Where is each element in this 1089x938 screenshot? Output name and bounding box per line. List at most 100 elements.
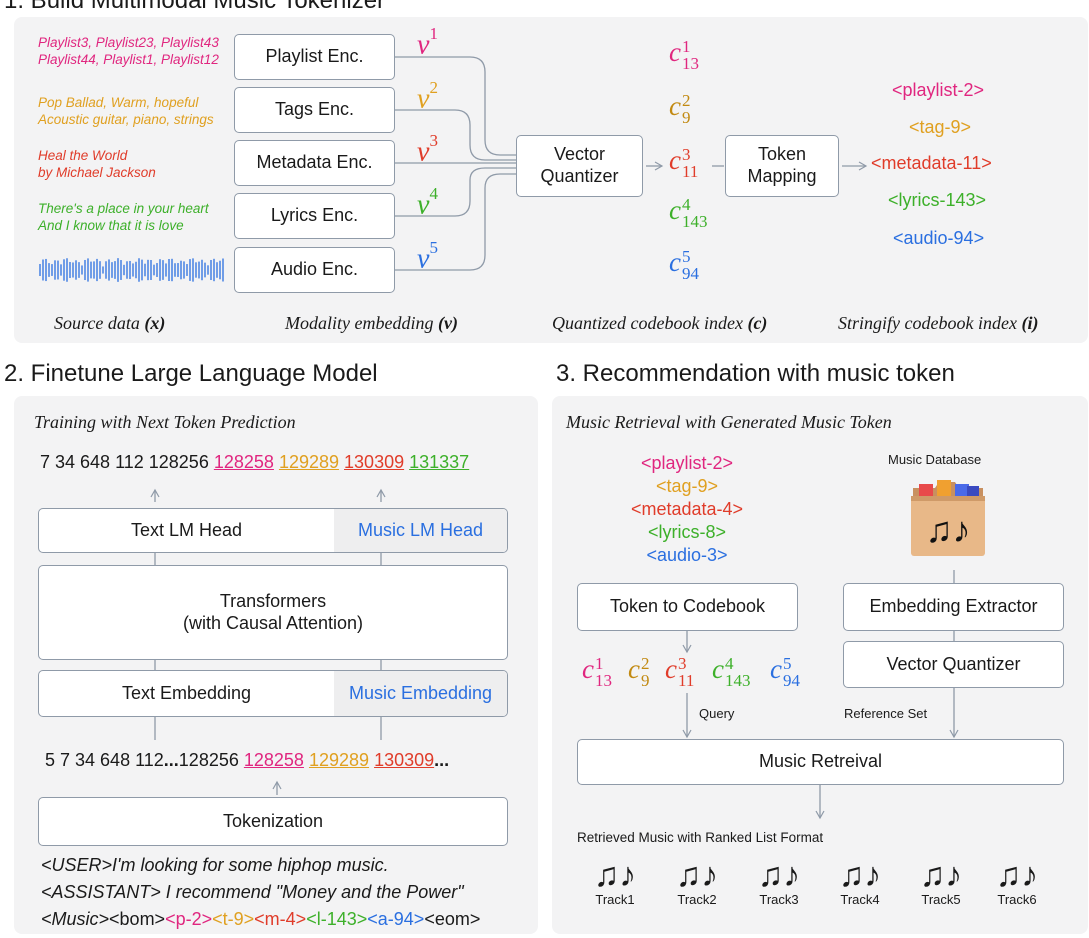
- caption-codebook: Quantized codebook index (c): [552, 313, 767, 334]
- embedding-v2: v2: [417, 78, 438, 115]
- music-note-icon: ♫♪: [995, 856, 1039, 894]
- prompt-music-line: <Music><bom><p-2><t-9><m-4><l-143><a-94>…: [41, 906, 480, 933]
- query-label: Query: [699, 706, 735, 721]
- transformers-line1: Transformers: [219, 590, 327, 611]
- track-label: Track5: [921, 892, 961, 907]
- code-c5-sup: 5: [681, 247, 691, 266]
- input-ids-text2: 128256: [178, 750, 244, 770]
- embedding-extractor-box: Embedding Extractor: [843, 583, 1064, 631]
- caption-stringify-var: (i): [1021, 313, 1039, 333]
- embedding-v4-symbol: v: [417, 189, 430, 221]
- source-lyrics: There's a place in your heart And I know…: [38, 200, 209, 234]
- s3-code-c1-symbol: c: [582, 654, 594, 685]
- source-playlist-line1: Playlist3, Playlist23, Playlist43: [38, 35, 219, 50]
- caption-source-var: (x): [144, 313, 166, 333]
- lm-head-box: Text LM Head Music LM Head: [38, 508, 508, 553]
- caption-source-text: Source data: [54, 313, 145, 333]
- output-id-playlist: 128258: [213, 452, 274, 472]
- playlist-encoder-box: Playlist Enc.: [234, 34, 395, 80]
- token-playlist: <playlist-2>: [892, 80, 985, 100]
- line-lyrics-to-vq: [395, 167, 516, 217]
- caption-embedding-var: (v): [437, 313, 458, 333]
- section2-title: 2. Finetune Large Language Model: [4, 360, 378, 387]
- track-item[interactable]: ♫♪Track3: [744, 858, 814, 907]
- token-to-codebook-box: Token to Codebook: [577, 583, 798, 631]
- s3-code-c1-sup: 1: [594, 654, 604, 673]
- svg-text:♫♪: ♫♪: [926, 509, 971, 550]
- track-label: Track6: [997, 892, 1037, 907]
- source-tags-line1: Pop Ballad, Warm, hopeful: [38, 95, 199, 110]
- embedding-v1-symbol: v: [417, 29, 430, 61]
- source-metadata-line1: Heal the World: [38, 148, 128, 163]
- track-item[interactable]: ♫♪Track6: [982, 858, 1052, 907]
- music-note-icon: ♫♪: [919, 856, 963, 894]
- input-id-metadata: 130309: [374, 750, 435, 770]
- code-c1-sup: 1: [681, 37, 691, 56]
- track-item[interactable]: ♫♪Track5: [906, 858, 976, 907]
- vector-quantizer-line1: Vector: [553, 144, 606, 165]
- track-item[interactable]: ♫♪Track4: [825, 858, 895, 907]
- text-lm-head: Text LM Head: [130, 519, 243, 540]
- code-c5-symbol: c: [669, 247, 681, 278]
- prompt-assistant-tag: <ASSISTANT>: [41, 882, 161, 902]
- input-ids-ellipsis-2: ...: [434, 750, 450, 770]
- output-id-lyrics: 131337: [409, 452, 470, 472]
- prompt-audio-token: <a-94>: [367, 909, 425, 929]
- token-mapping-line2: Mapping: [747, 166, 817, 186]
- embedding-v1-sup: 1: [429, 24, 438, 43]
- gen-token-playlist: <playlist-2>: [640, 453, 734, 473]
- track-label: Track4: [840, 892, 880, 907]
- embedding-v3: v3: [417, 131, 438, 168]
- line-playlist-to-vq: [395, 56, 516, 156]
- audio-encoder-box: Audio Enc.: [234, 247, 395, 293]
- code-c4-sub: 143: [681, 212, 708, 231]
- output-id-tag: 129289: [278, 452, 340, 472]
- prompt-lyrics-token: <l-143>: [306, 909, 368, 929]
- code-c2-sub: 9: [681, 108, 691, 127]
- lyrics-encoder-box: Lyrics Enc.: [234, 193, 395, 239]
- reference-set-label: Reference Set: [844, 706, 928, 721]
- audio-waveform-icon: [39, 258, 224, 282]
- track-item[interactable]: ♫♪Track2: [662, 858, 732, 907]
- vector-quantizer-box-3: Vector Quantizer: [843, 641, 1064, 688]
- source-lyrics-line2: And I know that it is love: [38, 218, 184, 233]
- token-audio: <audio-94>: [893, 228, 985, 248]
- gen-token-lyrics: <lyrics-8>: [647, 522, 727, 542]
- embedding-v4-sup: 4: [429, 184, 438, 203]
- s3-code-c2-sub: 9: [640, 671, 650, 690]
- track-label: Track2: [677, 892, 717, 907]
- gen-token-tag: <tag-9>: [655, 476, 719, 496]
- code-c2-sup: 2: [681, 91, 691, 110]
- section1-title: 1. Build Multimodal Music Tokenizer: [4, 0, 386, 14]
- track-label: Track1: [595, 892, 635, 907]
- music-note-icon: ♫♪: [757, 856, 801, 894]
- track-item[interactable]: ♫♪Track1: [580, 858, 650, 907]
- music-database-icon: ♫♪: [911, 480, 985, 556]
- music-embedding: Music Embedding: [334, 671, 507, 716]
- s3-code-c4-sub: 143: [724, 671, 751, 690]
- section2-subtitle: Training with Next Token Prediction: [34, 412, 296, 432]
- music-database-label: Music Database: [888, 452, 982, 467]
- prompt-metadata-token: <m-4>: [254, 909, 307, 929]
- code-c4-symbol: c: [669, 195, 681, 226]
- source-tags-line2: Acoustic guitar, piano, strings: [38, 112, 214, 127]
- token-tag: <tag-9>: [909, 117, 972, 137]
- caption-stringify: Stringify codebook index (i): [838, 313, 1038, 334]
- caption-embedding: Modality embedding (v): [285, 313, 458, 334]
- code-c5-sub: 94: [681, 264, 699, 283]
- embedding-v2-symbol: v: [417, 83, 430, 115]
- embedding-v2-sup: 2: [429, 78, 438, 97]
- source-playlist-line2: Playlist44, Playlist1, Playlist12: [38, 52, 219, 67]
- output-token-ids: 7 34 648 112 128256 128258 129289 130309…: [40, 452, 469, 473]
- token-mapping-line1: Token: [757, 144, 807, 165]
- caption-codebook-var: (c): [747, 313, 768, 333]
- token-mapping-box: Token Mapping: [725, 135, 839, 197]
- tags-encoder-box: Tags Enc.: [234, 87, 395, 133]
- s3-code-c3-symbol: c: [665, 654, 677, 685]
- prompt-bom: <bom>: [109, 909, 166, 929]
- output-ids-text: 7 34 648 112 128256: [40, 452, 214, 472]
